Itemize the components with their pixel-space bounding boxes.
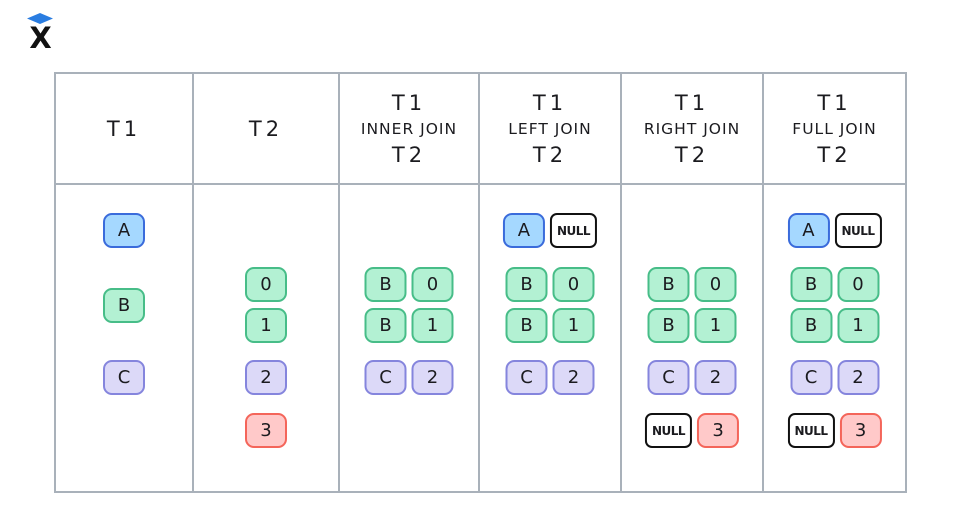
result-row: 3	[245, 413, 287, 448]
value-box: B	[505, 308, 548, 343]
value-box: B	[364, 267, 407, 302]
value-box: C	[505, 360, 548, 395]
value-box: 1	[245, 308, 287, 343]
header-line: T1	[817, 90, 852, 115]
header-line: T1	[106, 116, 142, 141]
value-box: 2	[694, 360, 737, 395]
null-box: NULL	[834, 213, 882, 248]
header-line: T1	[391, 90, 427, 115]
value-box: 2	[245, 360, 287, 395]
value-box: 3	[839, 413, 882, 448]
header-line: RIGHT JOIN	[643, 119, 741, 138]
value-box: 1	[837, 308, 879, 343]
result-row: A	[103, 213, 145, 248]
value-box: B	[790, 267, 832, 302]
value-box: 1	[411, 308, 454, 343]
logo-diamond-icon	[27, 13, 53, 24]
value-box: 1	[694, 308, 737, 343]
header-line: T1	[532, 90, 568, 115]
header-line: T2	[391, 142, 427, 167]
header-line: T2	[674, 142, 710, 167]
value-box: C	[647, 360, 690, 395]
column-body-t1: A B C	[56, 185, 192, 491]
header-line: T1	[674, 90, 710, 115]
value-box: C	[364, 360, 407, 395]
value-box: A	[502, 213, 545, 248]
value-box: 2	[411, 360, 454, 395]
result-row: 0	[245, 267, 287, 302]
column-body-t2: 0 1 2 3	[194, 185, 338, 491]
value-box: 3	[245, 413, 287, 448]
header-line: INNER JOIN	[360, 119, 458, 138]
value-box: B	[103, 288, 145, 323]
value-box: 2	[552, 360, 595, 395]
null-box: NULL	[549, 213, 598, 248]
value-box: B	[790, 308, 832, 343]
value-box: 0	[694, 267, 737, 302]
column-t2: T2 0 1 2 3	[194, 74, 340, 491]
null-box: NULL	[787, 413, 835, 448]
result-row: C	[103, 360, 145, 395]
column-header-t1: T1	[56, 74, 192, 185]
value-box: 0	[837, 267, 879, 302]
value-box: 0	[245, 267, 287, 302]
result-row: 1	[245, 308, 287, 343]
value-box: 2	[837, 360, 879, 395]
value-box: C	[790, 360, 832, 395]
result-row: B	[103, 288, 145, 323]
header-line: LEFT JOIN	[508, 119, 592, 138]
value-box: 3	[697, 413, 740, 448]
logo: X	[27, 13, 53, 55]
header-line: T2	[817, 142, 852, 167]
value-box: B	[364, 308, 407, 343]
column-header-t2: T2	[194, 74, 338, 185]
value-box: A	[787, 213, 830, 248]
value-box: B	[647, 308, 690, 343]
result-row: 2	[245, 360, 287, 395]
value-box: A	[103, 213, 145, 248]
value-box: 0	[552, 267, 595, 302]
value-box: B	[505, 267, 548, 302]
logo-x-letter: X	[29, 21, 51, 55]
value-box: B	[647, 267, 690, 302]
value-box: 0	[411, 267, 454, 302]
header-line: T2	[532, 142, 568, 167]
header-line: FULL JOIN	[792, 119, 877, 138]
value-box: C	[103, 360, 145, 395]
header-line: T2	[248, 116, 284, 141]
value-box: 1	[552, 308, 595, 343]
null-box: NULL	[644, 413, 693, 448]
